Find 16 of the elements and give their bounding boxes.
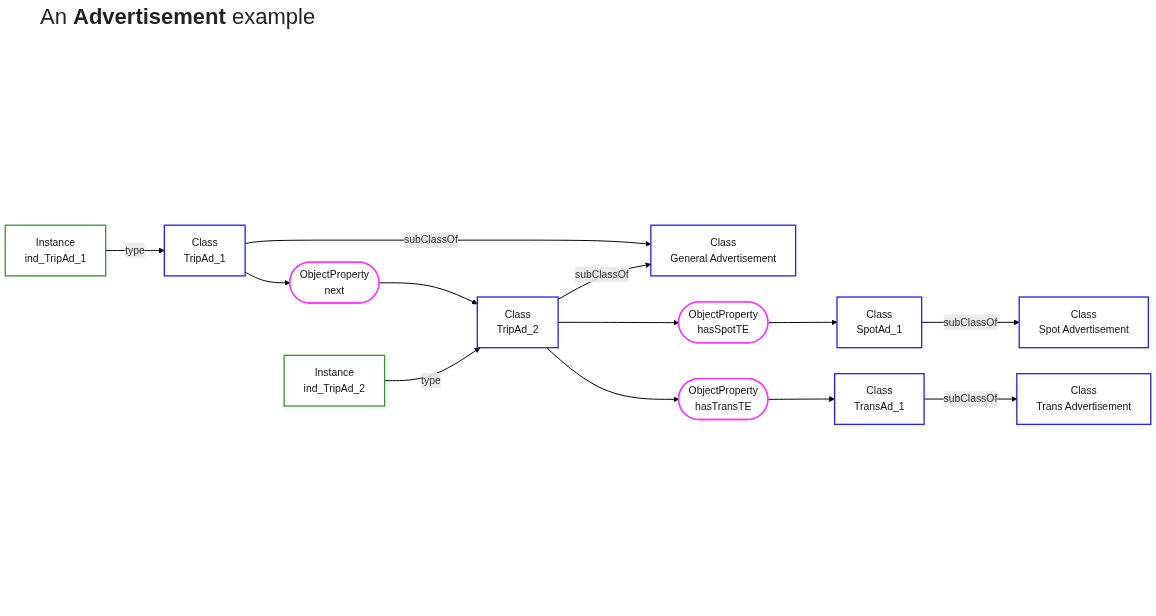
edge-label: subClassOf: [404, 234, 458, 246]
edge-label: subClassOf: [574, 268, 629, 280]
edge-label: subClassOf: [943, 316, 998, 328]
node-box: Class TripAd_1: [163, 224, 246, 277]
node-box: Class Spot Advertisement: [1018, 296, 1149, 349]
node-box: Class General Advertisement: [650, 224, 797, 277]
node-box: Class Trans Advertisement: [1016, 373, 1152, 426]
diagram-title: An Advertisement example: [40, 4, 316, 30]
node-box: Class TripAd_2: [476, 296, 559, 349]
edge-label: subClassOf: [943, 393, 998, 405]
node-box: Instance ind_TripAd_1: [4, 224, 107, 277]
edge-label: type: [125, 244, 145, 256]
node-box: Class SpotAd_1: [836, 296, 923, 349]
node-box: Class TransAd_1: [833, 373, 925, 426]
edge-label: type: [421, 375, 441, 387]
node-box: Instance ind_TripAd_2: [283, 354, 386, 407]
